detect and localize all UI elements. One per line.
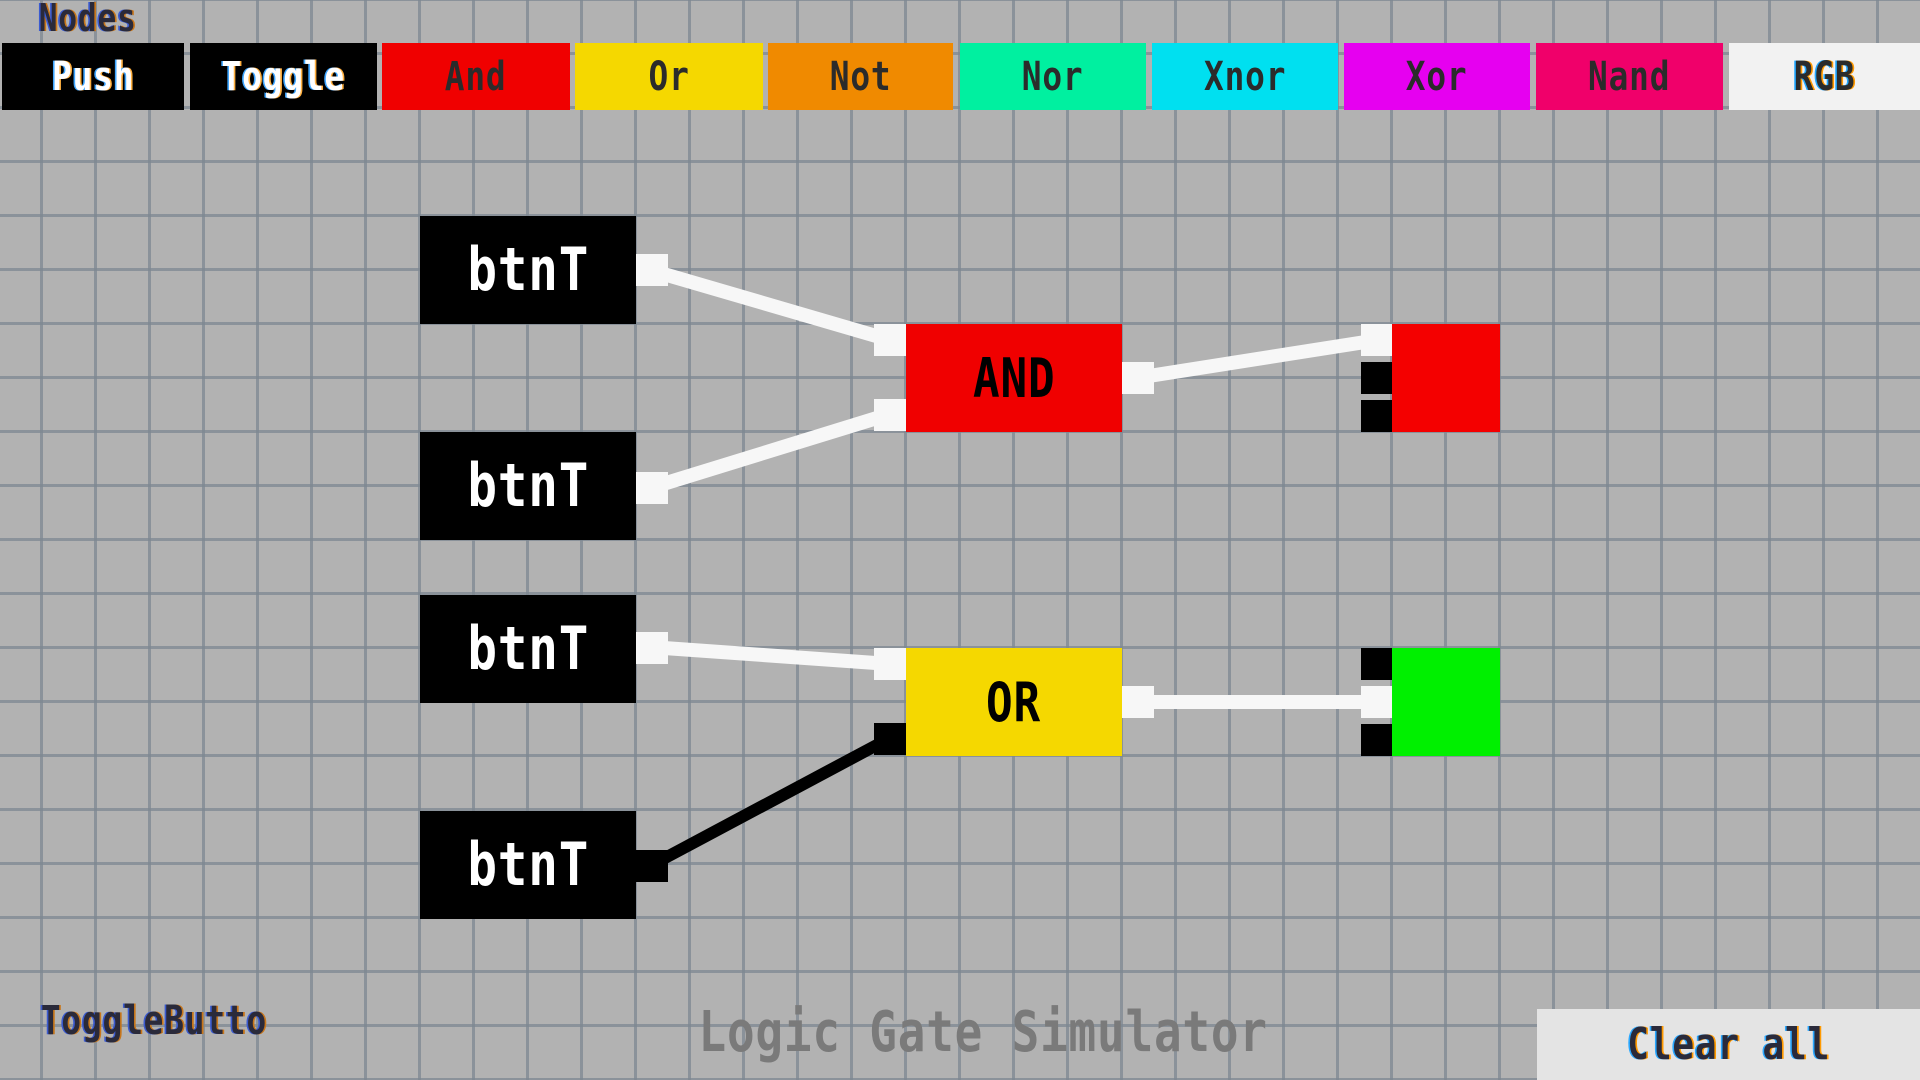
input-port[interactable] xyxy=(874,648,906,680)
palette-button-and[interactable]: And xyxy=(382,43,570,110)
palette-title-text: Nodes xyxy=(38,0,137,40)
button-label: Nand xyxy=(1588,53,1671,100)
output-port[interactable] xyxy=(636,472,668,504)
output-port[interactable] xyxy=(636,632,668,664)
wire-btn2-to-and xyxy=(647,407,893,495)
or-gate-node[interactable]: OR xyxy=(906,648,1122,756)
lamp-input-blue[interactable] xyxy=(1361,400,1393,432)
and-gate-node[interactable]: AND xyxy=(906,324,1122,432)
clear-all-label: Clear all xyxy=(1627,1019,1830,1070)
clear-all-button[interactable]: Clear all xyxy=(1537,1009,1920,1080)
lamp-input-blue[interactable] xyxy=(1361,724,1393,756)
output-port[interactable] xyxy=(1122,362,1154,394)
wire-btn1-to-and xyxy=(648,263,892,347)
node-label: btnT xyxy=(467,235,589,305)
input-port[interactable] xyxy=(874,399,906,431)
rgb-lamp-node[interactable] xyxy=(1392,324,1500,432)
palette-button-toggle[interactable]: Toggle xyxy=(190,43,377,110)
palette-button-xor[interactable]: Xor xyxy=(1344,43,1530,110)
wire-btn4-to-or xyxy=(647,732,893,872)
input-port[interactable] xyxy=(874,723,906,755)
node-label: btnT xyxy=(467,451,589,521)
selected-component-text: ToggleButto xyxy=(40,998,268,1044)
selected-component-label: ToggleButto xyxy=(16,998,292,1044)
palette-title: Nodes xyxy=(28,0,147,40)
node-palette: Push Toggle And Or Not Nor Xnor Xor Nand… xyxy=(0,43,1920,110)
app-title: Logic Gate Simulator xyxy=(636,1000,1330,1065)
button-label: Xor xyxy=(1406,53,1468,100)
palette-button-rgb[interactable]: RGB xyxy=(1729,43,1920,110)
lamp-input-green[interactable] xyxy=(1361,686,1393,718)
node-label: btnT xyxy=(467,614,589,684)
gate-label: AND xyxy=(972,346,1056,410)
palette-button-xnor[interactable]: Xnor xyxy=(1152,43,1338,110)
lamp-input-red[interactable] xyxy=(1361,648,1393,680)
rgb-lamp-node[interactable] xyxy=(1392,648,1500,756)
node-label: btnT xyxy=(467,830,589,900)
wire-btn3-to-or xyxy=(649,640,891,671)
button-label: Nor xyxy=(1022,53,1084,100)
wire-and-to-lamp1 xyxy=(1134,333,1380,385)
palette-button-or[interactable]: Or xyxy=(575,43,763,110)
app-title-text: Logic Gate Simulator xyxy=(698,1000,1268,1065)
lamp-input-red[interactable] xyxy=(1361,324,1393,356)
output-port[interactable] xyxy=(636,254,668,286)
input-port[interactable] xyxy=(874,324,906,356)
output-port[interactable] xyxy=(1122,686,1154,718)
palette-button-not[interactable]: Not xyxy=(768,43,953,110)
button-label: Or xyxy=(648,53,690,100)
palette-button-push[interactable]: Push xyxy=(2,43,184,110)
toggle-button-node[interactable]: btnT xyxy=(420,432,636,540)
button-label: And xyxy=(445,53,507,100)
toggle-button-node[interactable]: btnT xyxy=(420,595,636,703)
button-label: Push xyxy=(51,53,135,100)
lamp-input-green[interactable] xyxy=(1361,362,1393,394)
toggle-button-node[interactable]: btnT xyxy=(420,811,636,919)
output-port[interactable] xyxy=(636,850,668,882)
toggle-button-node[interactable]: btnT xyxy=(420,216,636,324)
palette-button-nor[interactable]: Nor xyxy=(960,43,1146,110)
gate-label: OR xyxy=(986,670,1042,734)
palette-button-nand[interactable]: Nand xyxy=(1536,43,1723,110)
button-label: Xnor xyxy=(1203,53,1287,100)
button-label: RGB xyxy=(1793,53,1856,100)
button-label: Toggle xyxy=(221,53,346,100)
button-label: Not xyxy=(829,53,892,100)
